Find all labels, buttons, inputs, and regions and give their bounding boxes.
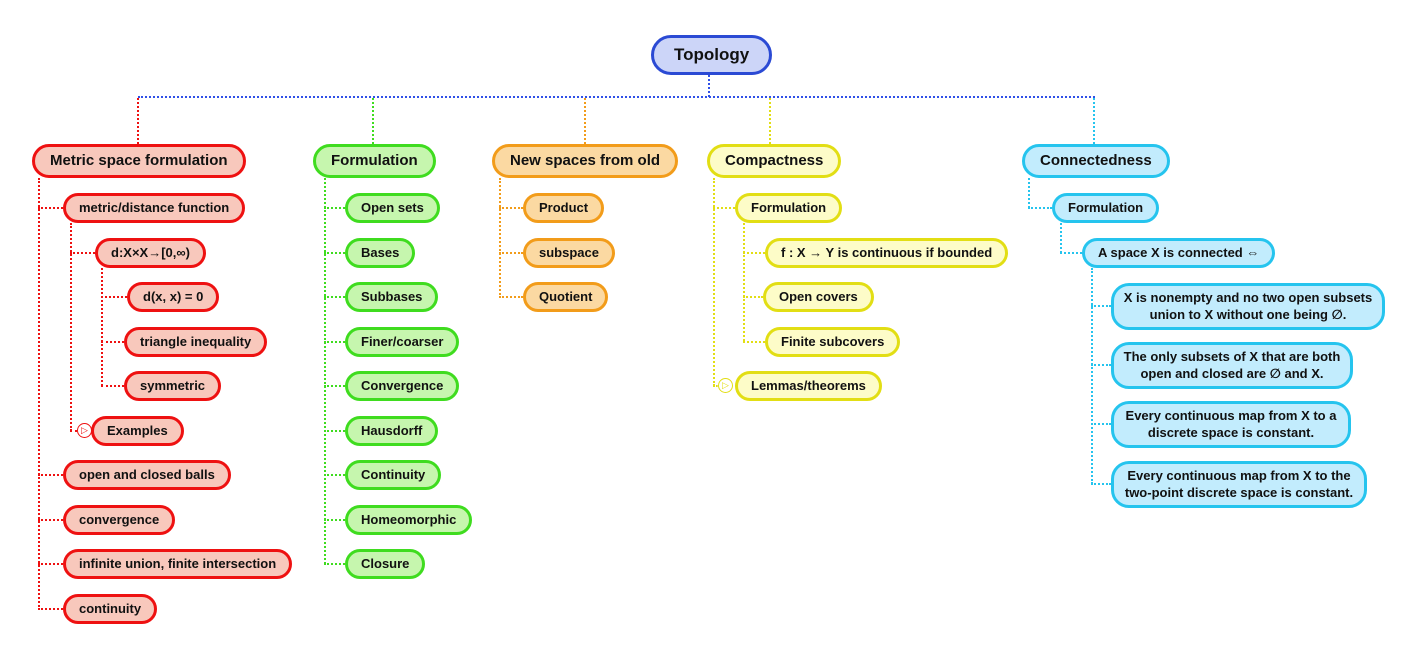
branch-compactness[interactable]: Compactness — [707, 144, 842, 178]
node-product[interactable]: Product — [523, 193, 605, 223]
connector-yellow-stub — [713, 207, 735, 209]
connector-green-stub — [324, 385, 345, 387]
connector-red-stub — [38, 608, 63, 610]
connector-red-stub — [70, 430, 77, 432]
connector-green-trunk — [324, 178, 326, 564]
node-connected-definition-2[interactable]: The only subsets of X that are both open… — [1111, 342, 1353, 389]
node-finer-coarser[interactable]: Finer/coarser — [345, 327, 460, 357]
node-infinite-union-finite-intersection[interactable]: infinite union, finite intersection — [63, 549, 293, 579]
connector-cyan-stub — [1060, 252, 1082, 254]
connector-green-stub — [324, 430, 345, 432]
connector-cyan-stub — [1091, 483, 1111, 485]
connector-green-stub — [324, 341, 345, 343]
node-topology-root[interactable]: Topology — [651, 35, 773, 75]
branch-formulation[interactable]: Formulation — [313, 144, 436, 178]
node-examples[interactable]: Examples — [91, 416, 184, 446]
node-connected-definition-4[interactable]: Every continuous map from X to the two-p… — [1111, 461, 1367, 508]
node-open-covers[interactable]: Open covers — [763, 282, 874, 312]
connector-orange-stub — [499, 207, 523, 209]
node-subbases[interactable]: Subbases — [345, 282, 439, 312]
node-metric-definition[interactable]: d:X×X→[0,∞) — [95, 238, 206, 268]
connector-green-stub — [324, 252, 345, 254]
branch-connectedness[interactable]: Connectedness — [1022, 144, 1170, 178]
node-hausdorff[interactable]: Hausdorff — [345, 416, 439, 446]
node-quotient[interactable]: Quotient — [523, 282, 609, 312]
connector-yellow-stub — [713, 385, 718, 387]
node-symmetric[interactable]: symmetric — [124, 371, 222, 401]
connector-red-stub — [38, 563, 63, 565]
connector-cyan-stub — [1028, 207, 1052, 209]
branch-new-spaces-from-old[interactable]: New spaces from old — [492, 144, 679, 178]
node-convergence-topology[interactable]: Convergence — [345, 371, 460, 401]
collapsed-indicator-icon[interactable]: ▷ — [77, 423, 92, 438]
connector-cyan-stub — [1091, 364, 1111, 366]
node-connectedness-formulation[interactable]: Formulation — [1052, 193, 1160, 223]
connector-cyan-trunk3 — [1091, 268, 1093, 484]
node-metric-distance-function[interactable]: metric/distance function — [63, 193, 246, 223]
node-continuity-topology[interactable]: Continuity — [345, 460, 442, 490]
node-continuous-if-bounded[interactable]: f : X → Y is continuous if bounded — [765, 238, 1009, 268]
connector-cyan-stub — [1091, 423, 1111, 425]
connector-red-stub — [38, 207, 63, 209]
connector-drop-compactness — [769, 98, 771, 144]
connector-green-stub — [324, 474, 345, 476]
connector-drop-formulation — [372, 98, 374, 144]
connector-green-stub — [324, 519, 345, 521]
connector-yellow-stub — [743, 341, 765, 343]
node-connected-definition-3[interactable]: Every continuous map from X to a discret… — [1111, 401, 1351, 448]
node-homeomorphic[interactable]: Homeomorphic — [345, 505, 473, 535]
connector-yellow-stub — [743, 296, 763, 298]
connector-drop-connectedness — [1093, 98, 1095, 144]
connector-yellow-trunk — [713, 178, 715, 386]
connector-root-drop — [708, 75, 710, 97]
connector-cyan-trunk2 — [1060, 223, 1062, 253]
connector-red-stub — [38, 519, 63, 521]
connector-main-rail — [138, 96, 1095, 98]
connector-orange-stub — [499, 252, 523, 254]
connector-orange-stub — [499, 296, 523, 298]
node-subspace[interactable]: subspace — [523, 238, 615, 268]
node-closure[interactable]: Closure — [345, 549, 426, 579]
node-convergence-metric[interactable]: convergence — [63, 505, 176, 535]
connector-red-stub — [101, 341, 124, 343]
connector-yellow-trunk2 — [743, 223, 745, 341]
connector-orange-trunk — [499, 178, 501, 298]
connector-red-stub — [70, 252, 95, 254]
node-triangle-inequality[interactable]: triangle inequality — [124, 327, 268, 357]
node-bases[interactable]: Bases — [345, 238, 416, 268]
connector-red-trunk — [38, 178, 40, 610]
node-compactness-formulation[interactable]: Formulation — [735, 193, 843, 223]
connector-red-stub — [101, 385, 124, 387]
node-space-connected-iff[interactable]: A space X is connected ⇔ — [1082, 238, 1276, 268]
connector-green-stub — [324, 207, 345, 209]
connector-red-stub — [101, 296, 127, 298]
connector-cyan-stub — [1091, 305, 1111, 307]
branch-metric-space-formulation[interactable]: Metric space formulation — [32, 144, 246, 178]
connector-red-stub — [38, 474, 63, 476]
node-open-sets[interactable]: Open sets — [345, 193, 440, 223]
connector-drop-metric — [137, 98, 139, 144]
connector-drop-new-spaces — [584, 98, 586, 144]
collapsed-indicator-icon[interactable]: ▷ — [718, 378, 733, 393]
node-lemmas-theorems[interactable]: Lemmas/theorems — [735, 371, 882, 401]
node-continuity-metric[interactable]: continuity — [63, 594, 158, 624]
connector-green-stub — [324, 296, 345, 298]
connector-red-trunk2 — [70, 223, 72, 431]
connector-green-stub — [324, 563, 345, 565]
connector-cyan-trunk — [1028, 178, 1030, 208]
connector-red-trunk3 — [101, 268, 103, 386]
connector-yellow-stub — [743, 252, 765, 254]
node-open-and-closed-balls[interactable]: open and closed balls — [63, 460, 231, 490]
node-identity-axiom[interactable]: d(x, x) = 0 — [127, 282, 220, 312]
node-finite-subcovers[interactable]: Finite subcovers — [765, 327, 901, 357]
node-connected-definition-1[interactable]: X is nonempty and no two open subsets un… — [1111, 283, 1385, 330]
